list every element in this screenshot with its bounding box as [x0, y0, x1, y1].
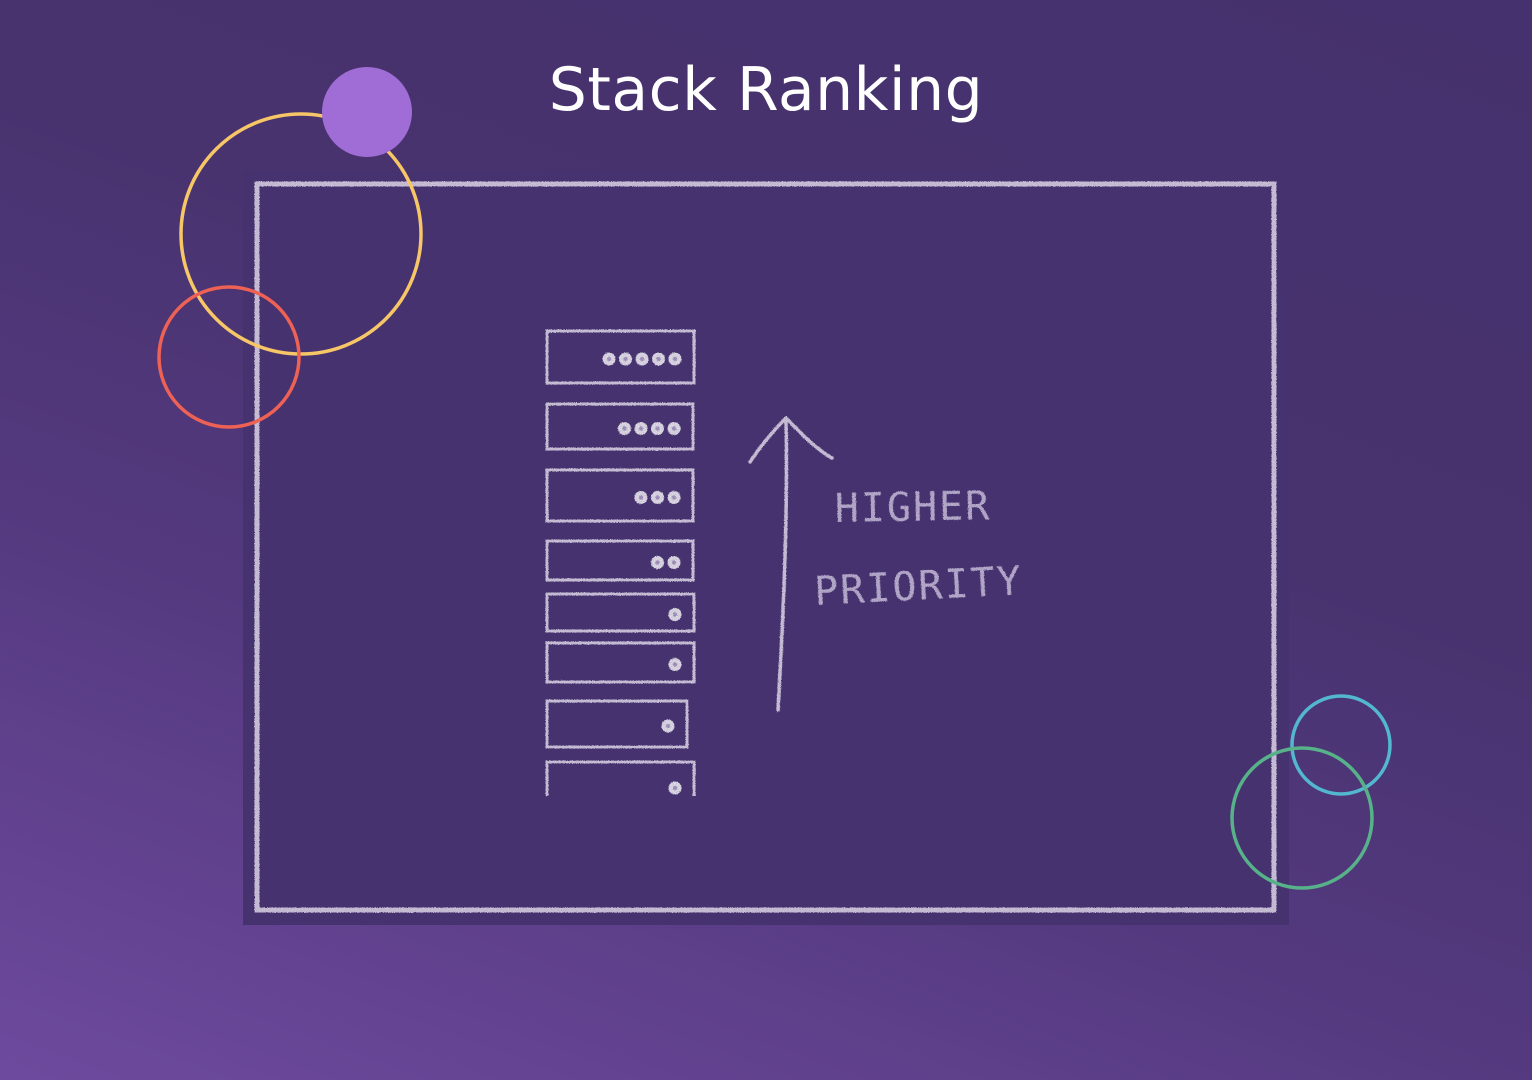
rank-dot-center [655, 495, 660, 500]
purple-dot-decoration [322, 67, 412, 157]
stack-item [545, 539, 695, 582]
rank-dot-center [672, 612, 678, 617]
stack-item [545, 329, 696, 385]
stack-item [545, 592, 696, 633]
stack-item-box [545, 592, 696, 633]
rank-dot-center [665, 723, 671, 729]
board-background [243, 171, 1289, 925]
teal-ring-decoration [1290, 694, 1392, 796]
rank-dot-center [672, 662, 678, 667]
rank-dot-center [623, 356, 628, 362]
rank-dot-center [671, 495, 677, 500]
stack-list [545, 329, 696, 796]
priority-annotation: HIGHER PRIORITY [813, 483, 1024, 615]
annotation-line-2: PRIORITY [813, 558, 1024, 615]
green-ring-decoration [1230, 746, 1374, 890]
stack-item-box [545, 641, 696, 684]
board-frame [254, 181, 1277, 913]
stack-item-box [545, 760, 696, 796]
rank-dot-center [638, 426, 644, 431]
stack-item-box [545, 468, 695, 523]
page-title: Stack Ranking [548, 55, 984, 125]
decorative-circles [157, 67, 1392, 890]
stack-item [545, 699, 689, 749]
rank-dot-center [672, 785, 678, 791]
stack-item-box [545, 699, 689, 749]
red-ring-decoration [157, 285, 301, 429]
priority-arrow-icon [748, 416, 834, 712]
stack-item-box [545, 539, 695, 582]
rank-dot-center [638, 495, 644, 500]
stack-item-box [545, 329, 696, 385]
stack-item [545, 402, 695, 451]
stack-item-box [545, 402, 695, 451]
stack-item [545, 468, 695, 523]
yellow-ring-decoration [179, 112, 423, 356]
rank-dot-center [671, 560, 677, 565]
rank-dot-center [655, 560, 660, 565]
rank-dot-center [672, 356, 678, 362]
rank-dot-center [622, 426, 627, 431]
rank-dot-center [671, 426, 677, 431]
rank-dot-center [655, 426, 660, 431]
rank-dot-center [656, 356, 661, 362]
stack-item [545, 641, 696, 684]
stack-item [545, 760, 696, 796]
annotation-line-1: HIGHER [834, 483, 991, 532]
rank-dot-center [606, 356, 612, 362]
rank-dot-center [639, 356, 645, 362]
